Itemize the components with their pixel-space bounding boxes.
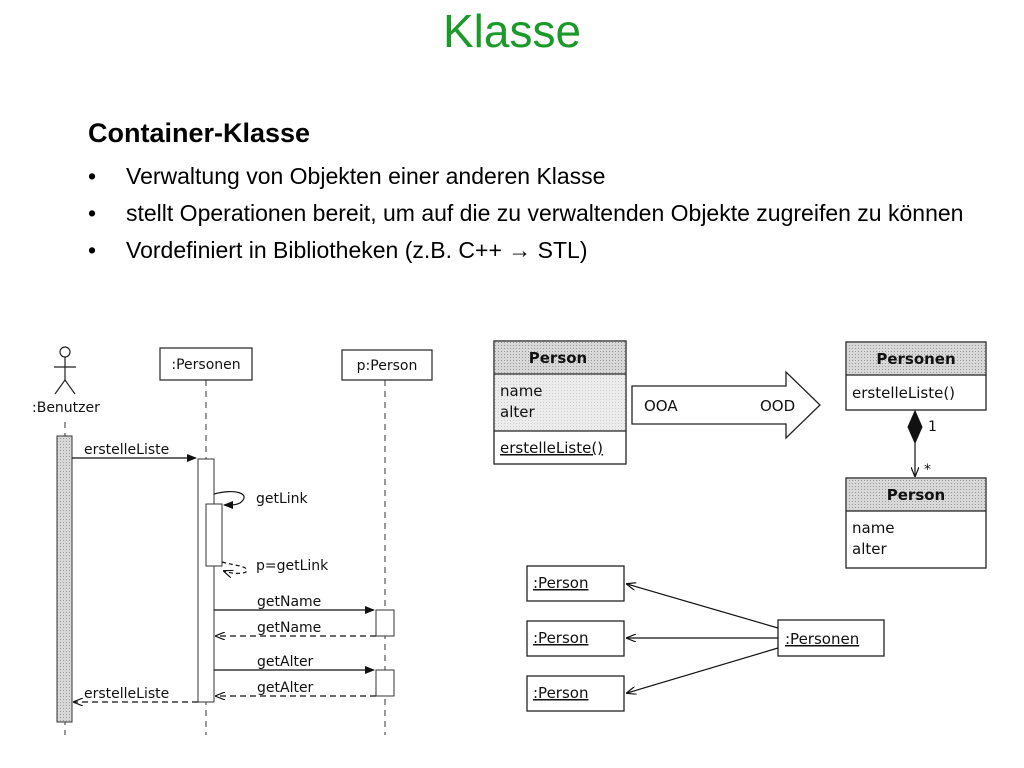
object-label: :Personen [785,630,859,648]
bullet-symbol: • [88,237,97,263]
message-label: getAlter [257,680,314,696]
arrow-label-to: OOD [760,397,795,415]
activation-personen-nested [205,503,223,567]
class-header-shading [495,342,625,374]
ooa-class-person: Person name alter erstelleListe() [493,340,627,465]
ooa-ood-transition-arrow: OOA OOD [631,370,821,440]
sequence-diagram: :Benutzer :Personen p:Person erstelleLis… [32,346,433,735]
arrow-label-from: OOA [644,397,678,415]
object-label: :Person [533,629,588,647]
ood-class-person: Person name alter [845,477,987,569]
lifeline-label-personen: :Personen [171,357,240,373]
activation-person-getalter [375,669,395,697]
object-box [526,675,625,712]
class-operation: erstelleListe() [500,439,603,457]
composition-diamond-icon [907,409,923,445]
lifeline-label-person: p:Person [357,358,418,374]
bullet-symbol: • [88,163,97,189]
class-attr-shading [495,375,625,431]
class-header-shading [847,343,985,375]
bullet-item: • Vordefiniert in Bibliotheken (z.B. C++ … [88,236,968,265]
message-label: erstelleListe [84,686,169,702]
object-diagram: :Person :Person :Person :Personen [526,565,885,712]
class-operation: erstelleListe() [852,384,955,402]
actor-stick-figure [54,346,76,395]
message-label: erstelleListe [84,442,169,458]
bullet-text: Vordefiniert in Bibliotheken (z.B. C++ →… [126,237,588,263]
actor-label: :Benutzer [32,400,100,416]
class-attribute: name [852,519,895,537]
class-header-shading [847,479,985,511]
activation-personen [197,458,215,703]
object-label: :Person [533,684,588,702]
class-name: Person [529,349,587,367]
bullet-item: • Verwaltung von Objekten einer anderen K… [88,162,968,191]
link-arrow [627,647,779,693]
message-label: getLink [256,491,309,507]
message-label: p=getLink [256,558,329,574]
lifeline-head-person [341,349,433,381]
object-box [526,620,625,657]
bullet-text: Verwaltung von Objekten einer anderen Kl… [126,163,606,189]
multiplicity-label: 1 [928,419,937,435]
message-label: getAlter [257,654,314,670]
bullet-text: stellt Operationen bereit, um auf die zu… [126,200,964,226]
class-attribute: name [500,382,543,400]
ood-class-personen: Personen erstelleListe() [845,341,987,411]
object-box-container [777,619,885,657]
message-arrow [222,561,248,573]
class-attribute: alter [852,540,887,558]
object-box [526,565,625,602]
activation-person-getname [375,609,395,637]
lifeline-head-personen [159,347,253,381]
block-arrow-icon [631,370,821,440]
class-name: Personen [876,350,955,368]
multiplicity-label: * [924,462,931,478]
slide-title: Klasse [442,5,582,57]
link-arrow [627,584,779,629]
bullet-item: • stellt Operationen bereit, um auf die z… [88,199,968,228]
object-label: :Person [533,574,588,592]
message-label: getName [257,620,321,636]
bullet-symbol: • [88,200,97,226]
message-label: getName [257,594,321,610]
class-attribute: alter [500,403,535,421]
activation-actor [56,435,73,723]
message-arrow [213,491,245,510]
bullet-list: • Verwaltung von Objekten einer anderen K… [88,162,968,273]
class-name: Person [887,486,945,504]
section-subtitle: Container-Klasse [88,118,311,148]
composition-association: 1 * [907,409,937,478]
